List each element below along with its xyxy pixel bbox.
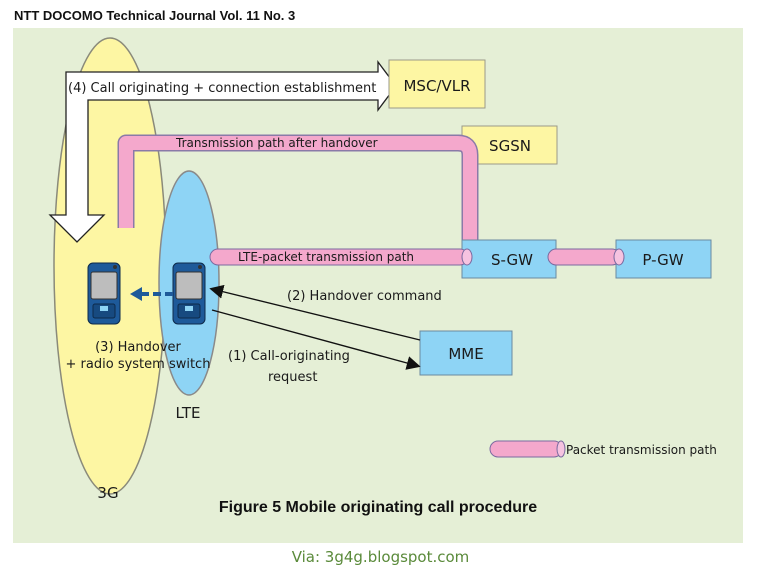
3g-label: 3G <box>97 484 118 502</box>
pipe-sgw-pgw <box>547 248 621 266</box>
pgw-label: P-GW <box>642 251 683 269</box>
mme-box <box>419 330 513 376</box>
step1-label-line2: request <box>268 370 317 385</box>
journal-header: NTT DOCOMO Technical Journal Vol. 11 No.… <box>14 8 296 23</box>
legend-label: Packet transmission path <box>566 443 717 457</box>
step4-label: (4) Call originating + connection establ… <box>68 81 376 96</box>
lte-label: LTE <box>176 404 201 422</box>
legend: Packet transmission path <box>489 440 717 458</box>
arrow-call-request <box>211 309 421 370</box>
sgw-label: S-GW <box>491 251 533 269</box>
step3-label-line1: (3) Handover <box>95 340 181 355</box>
source-credit: Via: 3g4g.blogspot.com <box>291 548 470 566</box>
arrow-handover-command <box>209 284 421 341</box>
msc-vlr-label: MSC/VLR <box>403 77 470 95</box>
lte-packet-label: LTE-packet transmission path <box>238 250 414 264</box>
step1-label-line1: (1) Call-originating <box>228 349 350 364</box>
msc-vlr-box <box>388 59 486 109</box>
legend-pipe-icon <box>489 440 563 458</box>
sgw-box <box>461 239 557 279</box>
figure-caption: Figure 5 Mobile originating call procedu… <box>219 499 537 516</box>
mme-label: MME <box>448 345 483 363</box>
step3-label-line2: + radio system switch <box>66 357 211 372</box>
step2-label: (2) Handover command <box>287 289 442 304</box>
arrow-call-originating <box>48 60 397 243</box>
after-handover-label: Transmission path after handover <box>175 136 378 150</box>
3g-phone-icon <box>87 262 121 325</box>
lte-phone-icon <box>172 262 206 325</box>
sgsn-label: SGSN <box>489 137 531 155</box>
